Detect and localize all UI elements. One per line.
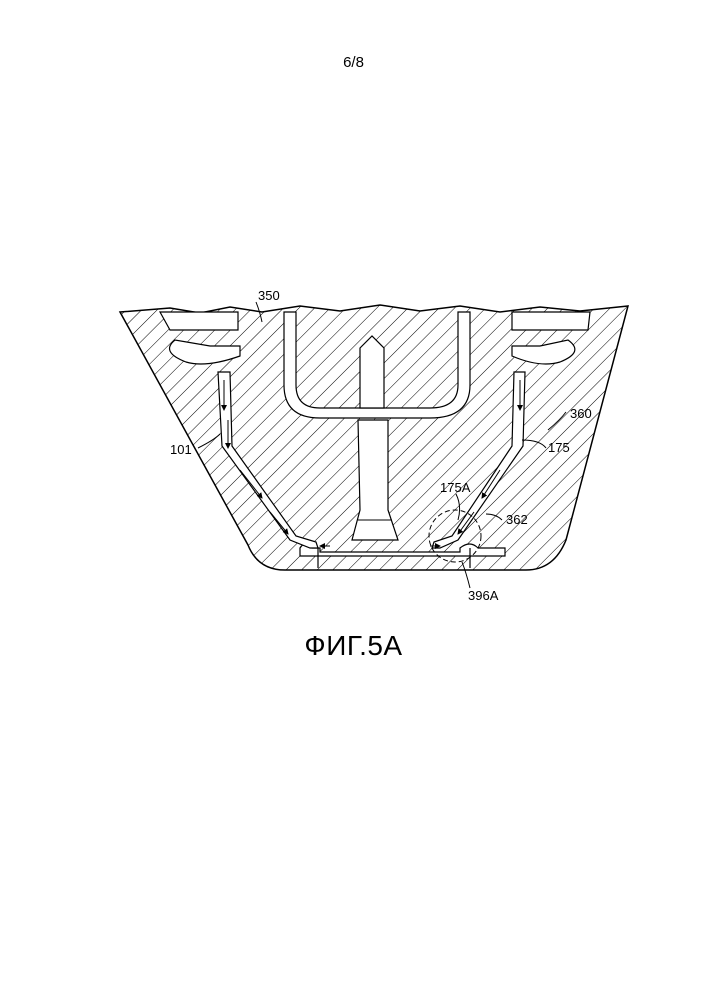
label-175a: 175A — [440, 480, 471, 495]
label-175: 175 — [548, 440, 570, 455]
label-350: 350 — [258, 288, 280, 303]
figure-caption: ФИГ.5А — [0, 630, 707, 662]
label-396a: 396A — [468, 588, 499, 603]
label-360: 360 — [570, 406, 592, 421]
label-362: 362 — [506, 512, 528, 527]
label-101: 101 — [170, 442, 192, 457]
